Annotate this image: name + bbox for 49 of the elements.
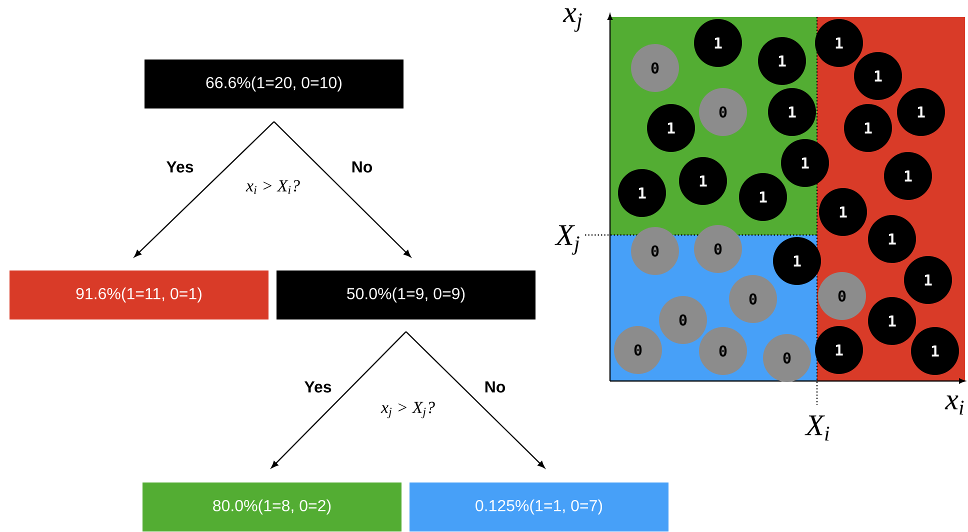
axis-label: X$_{j}$ [554, 225, 580, 255]
arrow [406, 331, 545, 468]
data-point: 1 [884, 152, 932, 200]
data-point: 0 [631, 44, 679, 92]
data-point: 1 [739, 173, 787, 221]
axis-label: x$_{i}$ [944, 395, 964, 415]
data-point: 0 [694, 225, 742, 273]
data-point: 1 [758, 37, 806, 85]
axis-label: x$_{j}$ > X$_{j}$? [380, 402, 435, 418]
data-point: 0 [699, 327, 747, 375]
result-box: 91.6%(1=11, 0=1) [10, 270, 268, 320]
result-box: 66.6%(1=20, 0=10) [144, 60, 404, 108]
axis-label: x$_{i}$ > X$_{i}$? [246, 180, 300, 194]
data-point: 0 [659, 296, 707, 344]
data-point: 1 [773, 237, 821, 285]
data-point: 1 [679, 157, 727, 205]
data-point: 0 [763, 334, 811, 382]
data-point: 0 [614, 326, 662, 374]
edge-label: Yes [165, 160, 195, 174]
data-point: 1 [868, 297, 916, 345]
data-point: 1 [911, 327, 959, 375]
edge-label: No [350, 160, 374, 174]
arrow [274, 121, 411, 258]
data-point: 1 [694, 19, 742, 67]
data-point: 1 [768, 88, 816, 136]
data-point: 1 [904, 256, 952, 304]
data-point: 1 [897, 88, 945, 136]
data-point: 0 [729, 275, 777, 323]
data-point: 0 [818, 272, 866, 320]
data-point: 1 [819, 188, 867, 236]
edge-label: Yes [303, 380, 333, 394]
arrow [134, 121, 274, 258]
result-box: 80.0%(1=8, 0=2) [142, 482, 402, 532]
data-point: 0 [699, 88, 747, 136]
result-box: 50.0%(1=9, 0=9) [276, 270, 536, 320]
data-point: 1 [647, 104, 695, 152]
data-point: 1 [868, 215, 916, 263]
result-box: 0.125%(1=1, 0=7) [410, 482, 668, 532]
data-point: 1 [815, 326, 863, 374]
edge-label: No [483, 380, 507, 394]
data-point: 1 [844, 104, 892, 152]
axis-label: x$_{j}$ [562, 8, 582, 32]
data-point: 1 [815, 19, 863, 67]
data-point: 1 [854, 52, 902, 100]
arrow [271, 331, 406, 468]
data-point: 0 [631, 227, 679, 275]
data-point: 1 [618, 169, 666, 217]
axis-label: X$_{i}$ [804, 416, 830, 440]
data-point: 1 [781, 139, 829, 187]
